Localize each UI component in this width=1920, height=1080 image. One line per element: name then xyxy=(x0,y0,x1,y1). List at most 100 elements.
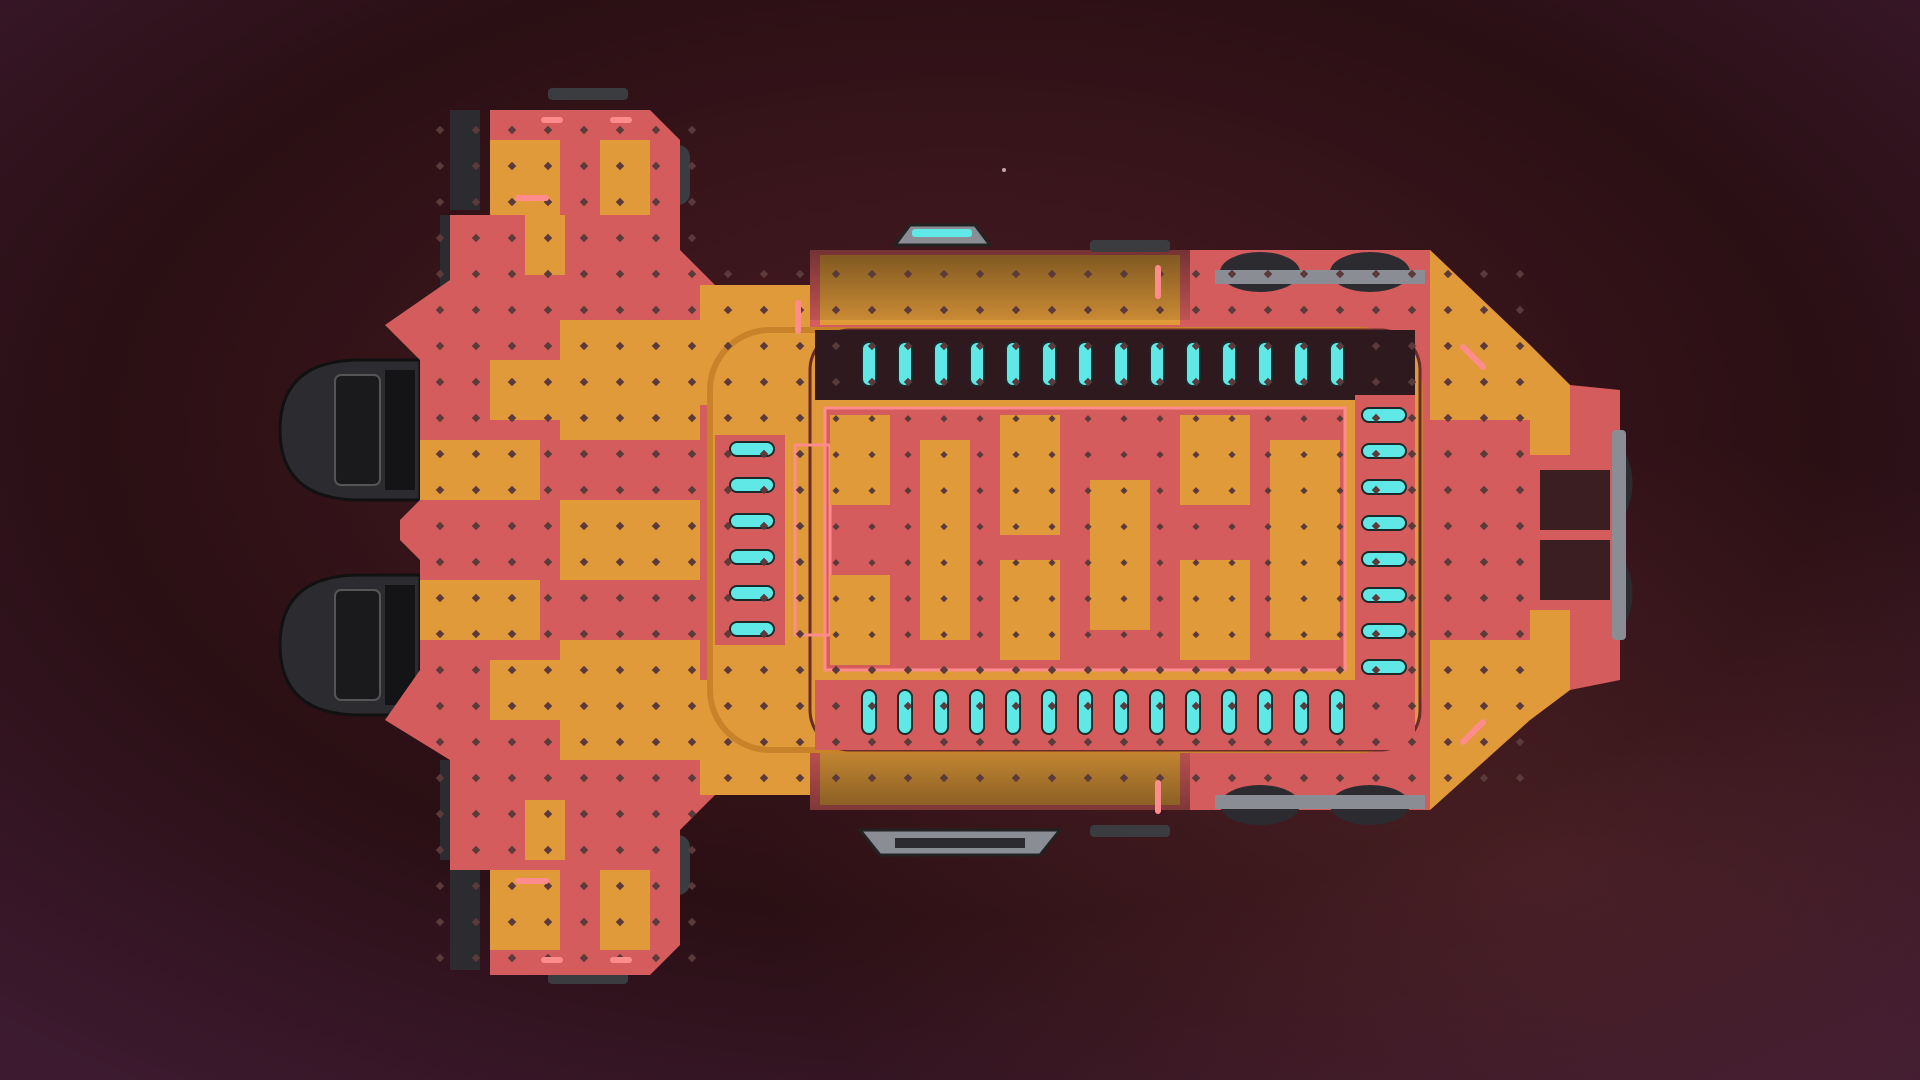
rivet xyxy=(435,233,445,243)
rivet xyxy=(867,341,877,351)
rivet xyxy=(1263,377,1273,387)
rivet xyxy=(471,269,481,279)
floor-panel xyxy=(1000,415,1060,535)
rivet xyxy=(651,881,661,891)
rivet xyxy=(1407,593,1417,603)
rivet xyxy=(1443,485,1453,495)
rivet xyxy=(1227,377,1237,387)
rivet xyxy=(1371,485,1381,495)
rivet xyxy=(759,773,769,783)
rivet xyxy=(1083,773,1093,783)
rivet xyxy=(831,701,841,711)
rivet xyxy=(1119,377,1129,387)
rivet xyxy=(471,557,481,567)
rivet xyxy=(687,953,697,963)
rivet xyxy=(975,269,985,279)
rivet xyxy=(1119,701,1129,711)
rivet xyxy=(1443,269,1453,279)
rivet xyxy=(579,917,589,927)
rivet xyxy=(795,377,805,387)
rivet xyxy=(1119,665,1129,675)
rivet xyxy=(687,701,697,711)
rivet xyxy=(687,593,697,603)
rivet xyxy=(1515,701,1525,711)
cargo-light xyxy=(861,689,877,735)
rivet xyxy=(471,521,481,531)
rivet xyxy=(1407,521,1417,531)
rivet xyxy=(939,701,949,711)
rivet xyxy=(687,269,697,279)
rivet xyxy=(976,523,984,531)
rivet xyxy=(1479,341,1489,351)
rivet xyxy=(507,629,517,639)
rivet xyxy=(651,701,661,711)
rivet xyxy=(543,377,553,387)
cargo-light xyxy=(861,341,877,387)
rivet xyxy=(1407,305,1417,315)
rivet xyxy=(1479,665,1489,675)
cargo-light xyxy=(1361,443,1407,459)
rivet xyxy=(1227,341,1237,351)
rivet xyxy=(831,269,841,279)
rivet xyxy=(1263,341,1273,351)
rivet xyxy=(1479,629,1489,639)
rivet xyxy=(1335,269,1345,279)
rivet xyxy=(940,523,948,531)
rivet xyxy=(651,665,661,675)
floor-panel xyxy=(1000,560,1060,660)
rivet xyxy=(1407,341,1417,351)
rivet xyxy=(1335,701,1345,711)
cargo-light xyxy=(933,341,949,387)
rivet xyxy=(435,665,445,675)
rivet xyxy=(543,917,553,927)
rivet xyxy=(507,521,517,531)
rivet xyxy=(1012,595,1020,603)
rivet xyxy=(831,665,841,675)
rivet xyxy=(795,521,805,531)
rivet xyxy=(903,269,913,279)
rivet xyxy=(507,485,517,495)
cargo-light xyxy=(1185,689,1201,735)
rivet xyxy=(1119,305,1129,315)
rivet xyxy=(1443,557,1453,567)
rivet xyxy=(868,451,876,459)
rivet xyxy=(579,341,589,351)
rivet xyxy=(435,161,445,171)
hull-stripe xyxy=(600,870,650,950)
cargo-light xyxy=(1077,689,1093,735)
rivet xyxy=(1263,773,1273,783)
rivet xyxy=(1407,485,1417,495)
rivet xyxy=(903,737,913,747)
rivet xyxy=(651,953,661,963)
rivet xyxy=(543,305,553,315)
rivet xyxy=(1335,773,1345,783)
main-hull xyxy=(385,110,720,975)
rivet xyxy=(687,845,697,855)
floor-panel xyxy=(1090,480,1150,630)
rivet xyxy=(579,665,589,675)
cargo-light xyxy=(1113,689,1129,735)
rivet xyxy=(471,737,481,747)
rivet xyxy=(976,415,984,423)
rivet xyxy=(1263,737,1273,747)
rivet xyxy=(1263,305,1273,315)
rivet xyxy=(651,449,661,459)
spaceship xyxy=(278,88,1633,984)
cargo-light xyxy=(1113,341,1129,387)
rivet xyxy=(687,629,697,639)
cargo-light xyxy=(933,689,949,735)
rivet xyxy=(723,305,733,315)
rivet xyxy=(1083,269,1093,279)
rivet xyxy=(615,917,625,927)
rivet xyxy=(759,341,769,351)
rivet xyxy=(651,773,661,783)
rivet xyxy=(1191,305,1201,315)
cargo-light xyxy=(1361,515,1407,531)
rivet xyxy=(1119,773,1129,783)
rivet xyxy=(471,701,481,711)
rivet xyxy=(976,559,984,567)
rivet xyxy=(435,521,445,531)
rivet xyxy=(759,449,769,459)
rivet xyxy=(1263,701,1273,711)
